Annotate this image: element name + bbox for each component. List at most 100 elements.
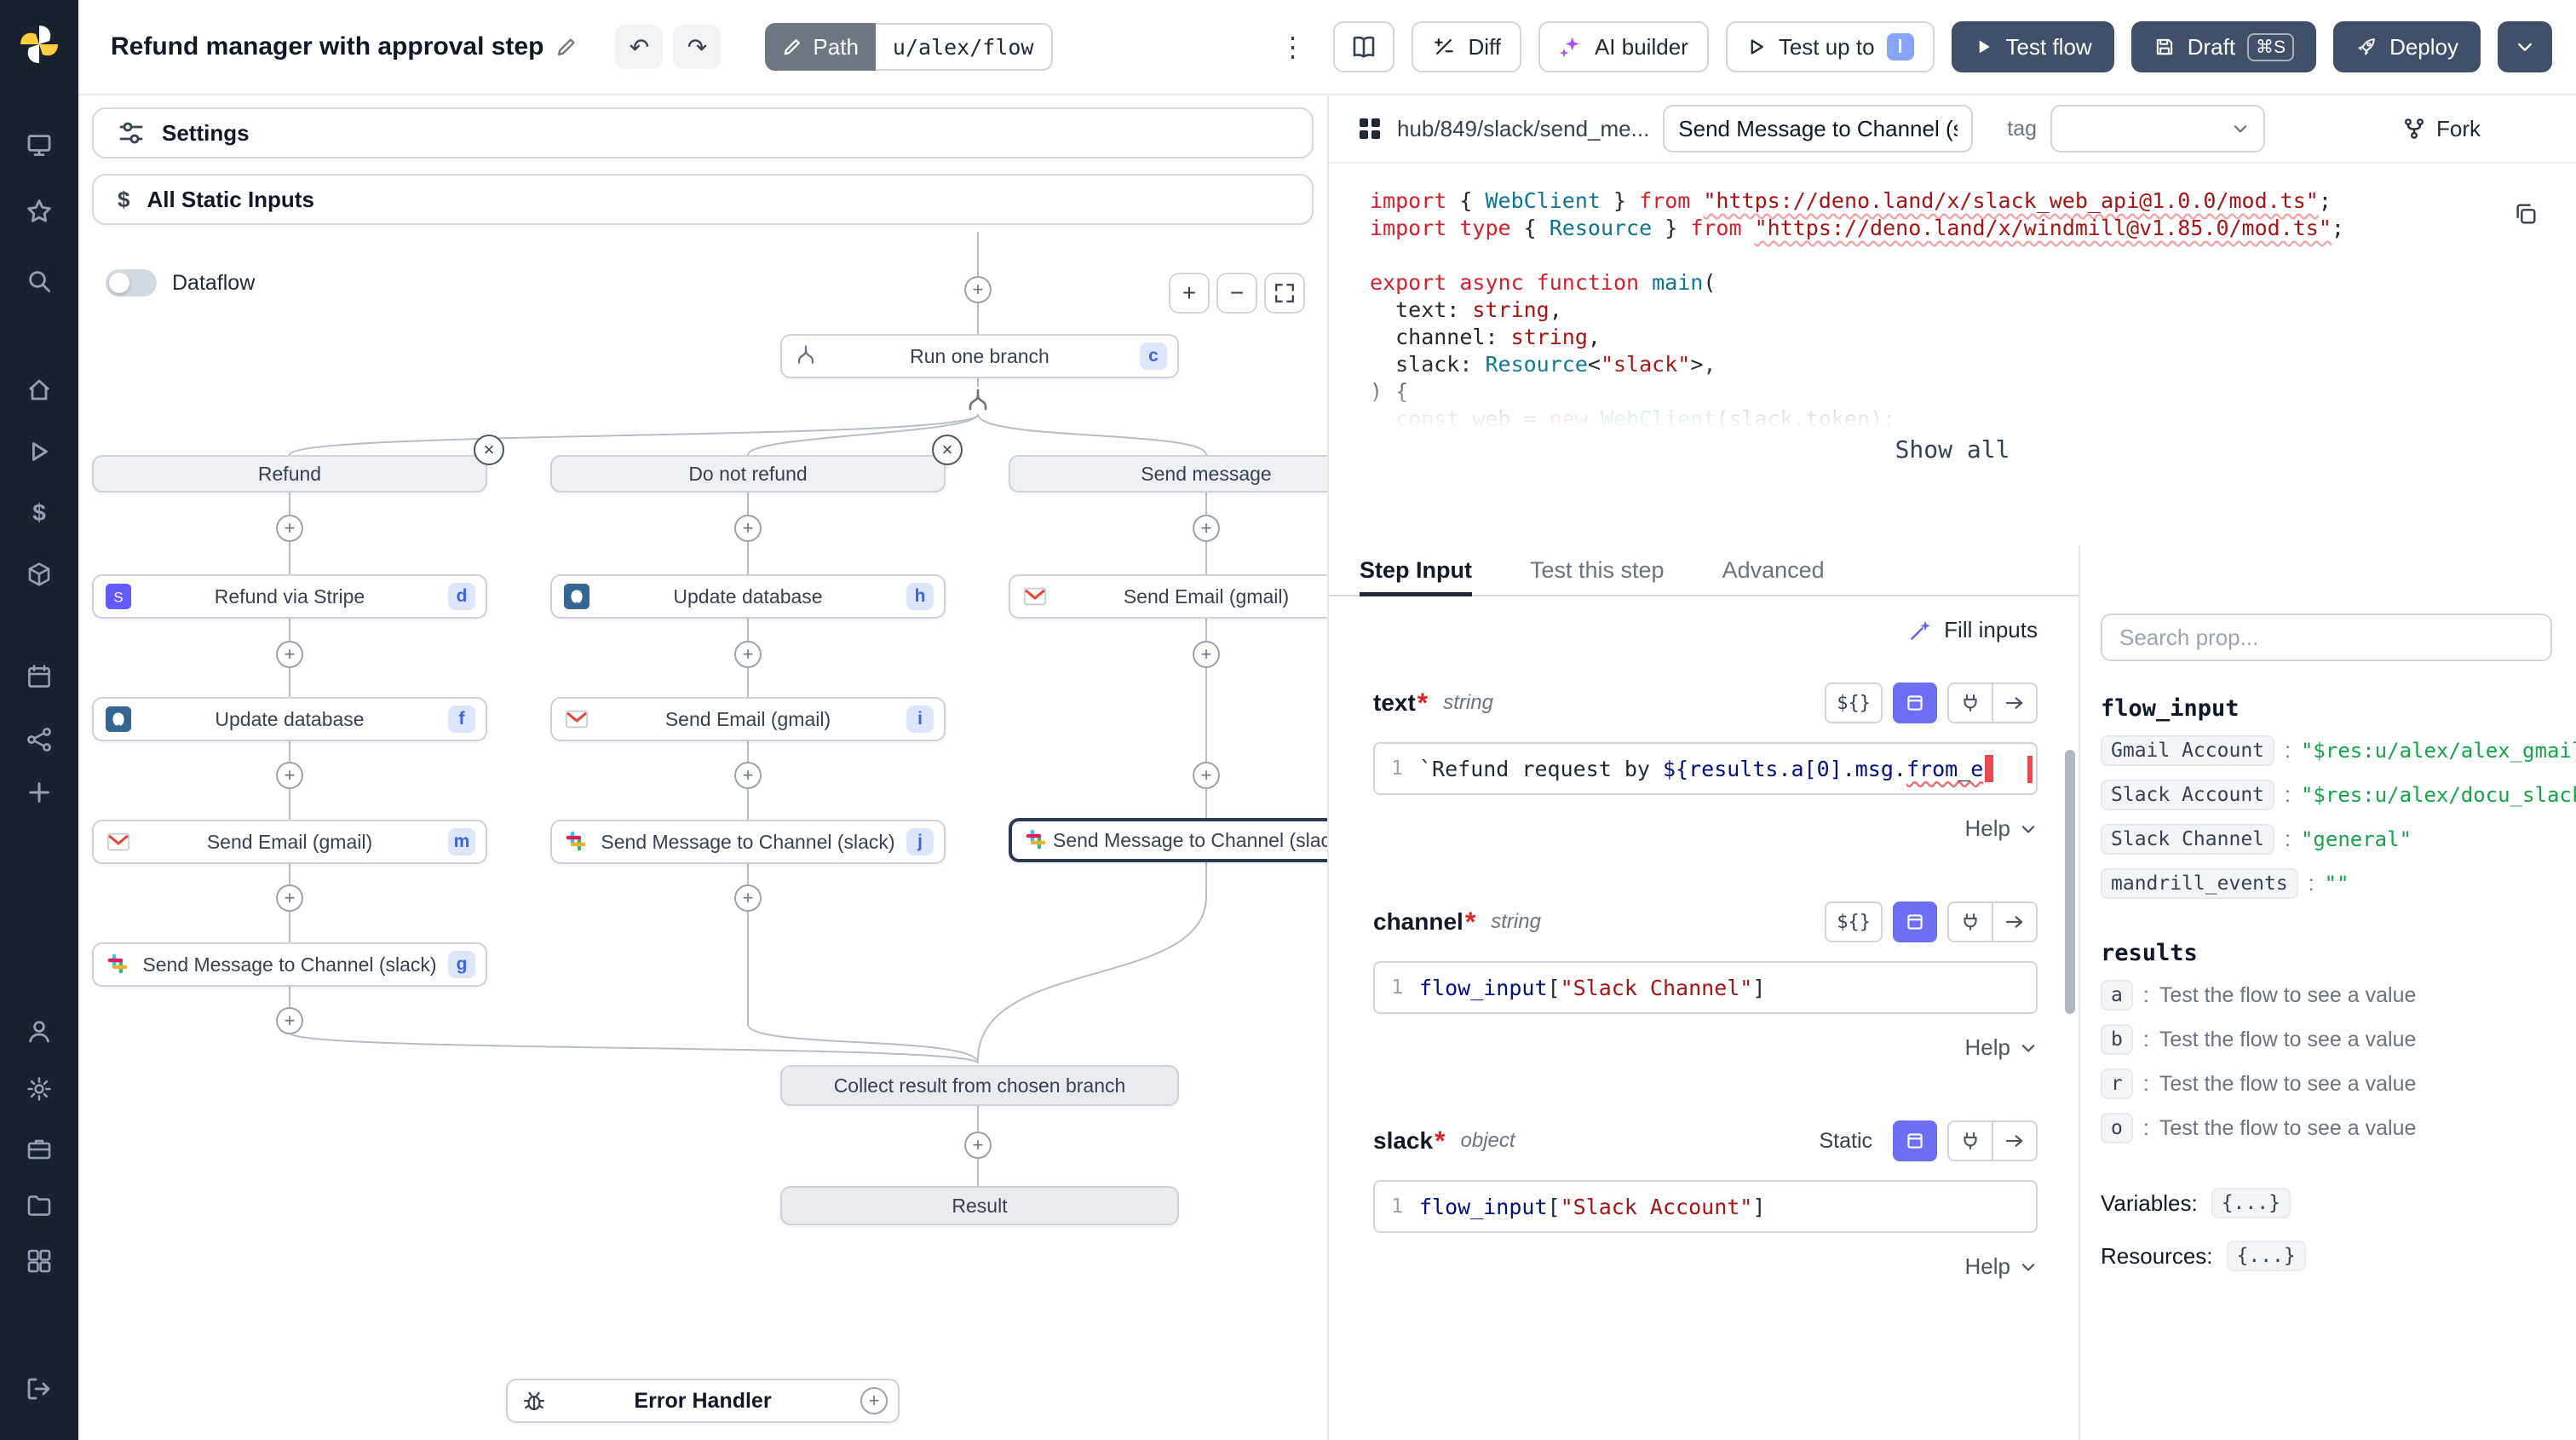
flow-input-prop-row[interactable]: mandrill_events:"": [2101, 868, 2552, 899]
text-input-editor[interactable]: 1 `Refund request by ${results.a[0].msg.…: [1373, 742, 2038, 795]
template-mode-button[interactable]: ${}: [1825, 901, 1883, 942]
add-step-button[interactable]: +: [1193, 762, 1220, 789]
undo-button[interactable]: ↶: [615, 25, 664, 69]
flow-step-refund-via-stripe[interactable]: S Refund via Stripe d: [92, 574, 487, 619]
flow-node-result[interactable]: Result: [780, 1186, 1179, 1225]
apps-icon[interactable]: [0, 131, 78, 158]
result-prop-row[interactable]: o:Test the flow to see a value: [2101, 1113, 2552, 1143]
add-step-button[interactable]: +: [1193, 641, 1220, 668]
favorites-icon[interactable]: [0, 198, 78, 225]
flow-step-send-email[interactable]: Send Email (gmail) i: [550, 697, 946, 741]
help-toggle[interactable]: Help: [1373, 815, 2038, 842]
expr-editor-button[interactable]: [1893, 1120, 1937, 1161]
variables-icon[interactable]: $: [32, 499, 46, 526]
add-step-button[interactable]: +: [1193, 515, 1220, 542]
fit-view-button[interactable]: [1264, 273, 1305, 314]
flow-node-run-one-branch[interactable]: Run one branch c: [780, 334, 1179, 378]
flow-input-prop-row[interactable]: Slack Account:"$res:u/alex/docu_slack": [2101, 780, 2576, 810]
redo-button[interactable]: ↷: [673, 25, 722, 69]
add-error-handler-button[interactable]: +: [860, 1387, 888, 1414]
folders-icon[interactable]: [0, 1191, 78, 1218]
flow-step-send-message-slack[interactable]: Send Message to Channel (slack) j: [550, 820, 946, 864]
slack-input-editor[interactable]: 1 flow_input["Slack Account"]: [1373, 1180, 2038, 1233]
schedules-icon[interactable]: [0, 663, 78, 690]
flow-step-send-message-slack-selected[interactable]: Send Message to Channel (slack): [1009, 818, 1327, 862]
arrow-apply-button[interactable]: [1993, 1120, 2038, 1161]
plug-connect-button[interactable]: [1947, 683, 1993, 723]
ai-builder-button[interactable]: AI builder: [1538, 21, 1709, 72]
flow-node-collect-result[interactable]: Collect result from chosen branch: [780, 1065, 1179, 1106]
search-icon[interactable]: [0, 268, 78, 295]
branch-header-refund[interactable]: Refund: [92, 455, 487, 492]
fork-button[interactable]: Fork: [2402, 116, 2481, 142]
diff-button[interactable]: Diff: [1412, 21, 1521, 72]
error-handler-node[interactable]: Error Handler +: [506, 1379, 900, 1423]
deploy-button[interactable]: Deploy: [2333, 21, 2481, 72]
zoom-in-button[interactable]: +: [1169, 273, 1210, 314]
delete-branch-button[interactable]: ×: [932, 435, 963, 465]
add-step-button[interactable]: +: [276, 1007, 303, 1034]
flow-step-update-database[interactable]: Update database h: [550, 574, 946, 619]
help-toggle[interactable]: Help: [1373, 1253, 2038, 1280]
result-prop-row[interactable]: r:Test the flow to see a value: [2101, 1068, 2552, 1099]
tab-test-this-step[interactable]: Test this step: [1529, 556, 1665, 583]
workers-icon[interactable]: [0, 1135, 78, 1162]
add-step-button[interactable]: +: [276, 641, 303, 668]
expr-editor-button[interactable]: [1893, 683, 1937, 723]
expr-editor-button[interactable]: [1893, 901, 1937, 942]
plug-connect-button[interactable]: [1947, 1120, 1993, 1161]
static-inputs-button[interactable]: $ All Static Inputs: [92, 174, 1314, 225]
add-step-button[interactable]: +: [276, 515, 303, 542]
flow-step-send-email[interactable]: Send Email (gmail) m: [92, 820, 487, 864]
docs-button[interactable]: [1333, 21, 1395, 72]
flow-step-update-database[interactable]: Update database f: [92, 697, 487, 741]
test-up-to-button[interactable]: Test up to l: [1725, 21, 1935, 72]
tab-step-input[interactable]: Step Input: [1360, 545, 1472, 596]
add-step-button[interactable]: +: [964, 1132, 992, 1159]
flow-step-send-email[interactable]: Send Email (gmail): [1009, 574, 1327, 619]
settings-icon[interactable]: [0, 1075, 78, 1103]
flow-input-prop-row[interactable]: Gmail Account:"$res:u/alex/alex_gmail": [2101, 735, 2576, 766]
add-step-button[interactable]: +: [734, 641, 762, 668]
runs-icon[interactable]: [0, 438, 78, 465]
copy-code-icon[interactable]: [2513, 201, 2539, 227]
add-step-button[interactable]: +: [734, 762, 762, 789]
windmill-logo-icon[interactable]: [17, 22, 61, 66]
show-all-button[interactable]: Show all: [1895, 435, 2010, 464]
arrow-apply-button[interactable]: [1993, 683, 2038, 723]
add-step-button[interactable]: +: [276, 762, 303, 789]
workspace-switch-icon[interactable]: [0, 1375, 78, 1403]
search-prop-input[interactable]: [2101, 613, 2552, 661]
result-prop-row[interactable]: b:Test the flow to see a value: [2101, 1024, 2552, 1055]
edit-title-icon[interactable]: [555, 36, 578, 58]
home-icon[interactable]: [0, 377, 78, 404]
tag-select[interactable]: [2050, 105, 2266, 153]
create-icon[interactable]: [0, 779, 78, 806]
help-toggle[interactable]: Help: [1373, 1034, 2038, 1061]
static-mode-button[interactable]: Static: [1819, 1128, 1872, 1153]
resources-row[interactable]: Resources: {...}: [2101, 1241, 2552, 1271]
template-mode-button[interactable]: ${}: [1825, 683, 1883, 723]
draft-button[interactable]: Draft ⌘S: [2130, 21, 2317, 72]
branch-header-send-message[interactable]: Send message: [1009, 455, 1327, 492]
flow-settings-button[interactable]: Settings: [92, 107, 1314, 158]
test-flow-button[interactable]: Test flow: [1951, 21, 2114, 72]
scrollbar-thumb[interactable]: [2065, 750, 2075, 1014]
result-prop-row[interactable]: a:Test the flow to see a value: [2101, 980, 2552, 1011]
groups-icon[interactable]: [0, 1247, 78, 1275]
flow-step-send-message-slack[interactable]: Send Message to Channel (slack) g: [92, 942, 487, 987]
add-step-button[interactable]: +: [964, 276, 992, 303]
path-control[interactable]: Path u/alex/flow: [765, 23, 1053, 71]
triggers-icon[interactable]: [0, 726, 78, 753]
add-step-button[interactable]: +: [276, 884, 303, 912]
delete-branch-button[interactable]: ×: [474, 435, 504, 465]
account-icon[interactable]: [0, 1017, 78, 1045]
resources-icon[interactable]: [0, 561, 78, 588]
variables-row[interactable]: Variables: {...}: [2101, 1188, 2552, 1218]
deploy-dropdown-button[interactable]: [2498, 21, 2552, 72]
add-step-button[interactable]: +: [734, 515, 762, 542]
flow-title[interactable]: Refund manager with approval step: [111, 32, 544, 60]
dataflow-toggle[interactable]: [106, 269, 157, 297]
channel-input-editor[interactable]: 1 flow_input["Slack Channel"]: [1373, 961, 2038, 1014]
zoom-out-button[interactable]: −: [1216, 273, 1257, 314]
